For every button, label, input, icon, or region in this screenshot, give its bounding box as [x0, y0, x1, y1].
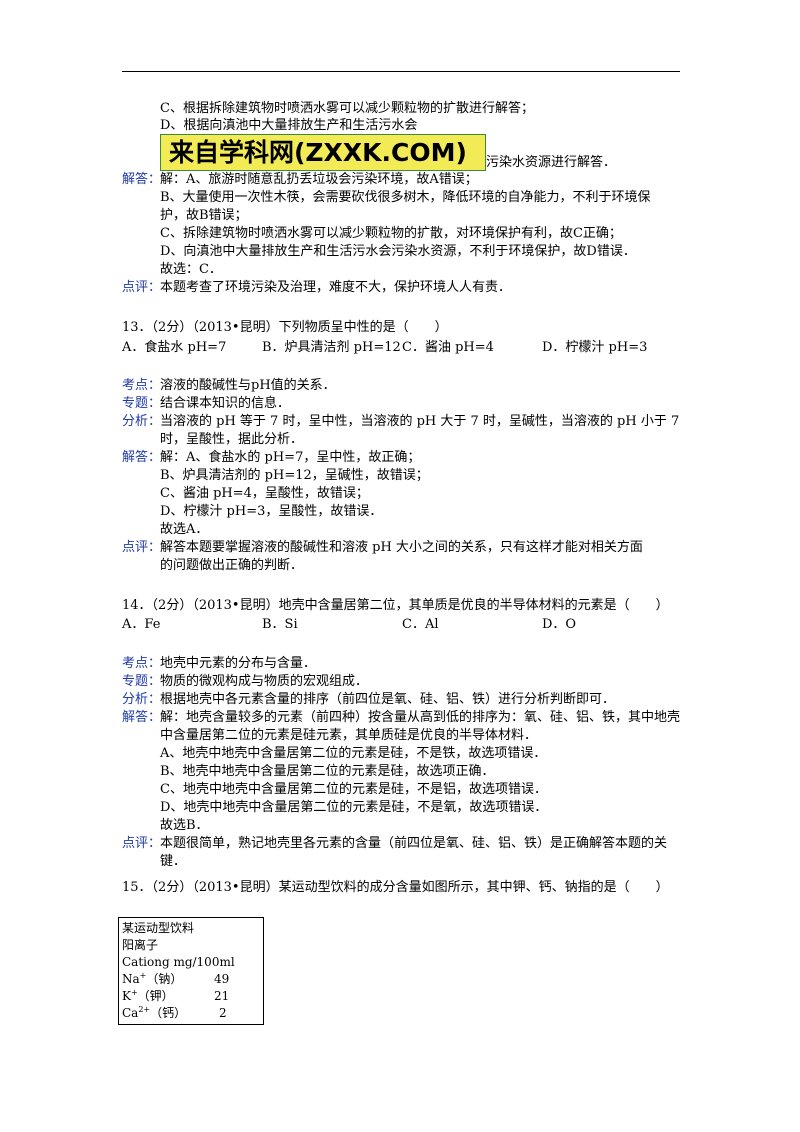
ion-name: （钾）	[137, 989, 174, 1003]
q14-option-b: B．Si	[262, 617, 298, 632]
answer-label: 解答：	[122, 710, 162, 725]
comment-label: 点评：	[122, 280, 162, 295]
answer-line: 解：A、食盐水的 pH=7，呈中性，故正确；	[160, 450, 421, 465]
ion-symbol: Ca	[122, 1006, 139, 1020]
kaodian-text: 地壳中元素的分布与含量．	[160, 656, 317, 671]
ion-charge: +	[139, 971, 147, 980]
answer-line: D、柠檬汁 pH=3，呈酸性，故错误．	[160, 504, 383, 519]
kaodian-label: 考点：	[122, 378, 162, 393]
ion-charge: +	[130, 988, 138, 997]
q13-option-a: A．食盐水 pH=7	[122, 340, 227, 355]
fenxi-text: 时，呈酸性，据此分析．	[160, 432, 304, 447]
kaodian-text: 溶液的酸碱性与pH值的关系．	[160, 378, 336, 393]
answer-label: 解答：	[122, 450, 162, 465]
drink-label-box: 某运动型饮料 阳离子 Cationg mg/100ml Na+（钠） 49 K+…	[118, 917, 264, 1025]
ion-row-ca: Ca2+（钙）	[122, 1006, 186, 1021]
ion-charge: 2+	[138, 1005, 151, 1014]
ion-value: 2	[219, 1006, 227, 1020]
drink-label-header: Cationg mg/100ml	[122, 955, 235, 969]
comment-label: 点评：	[122, 836, 162, 851]
answer-line: D、向滇池中大量排放生产和生活污水会污染水资源，不利于环境保护，故D错误．	[160, 244, 636, 259]
ion-name: （钠）	[146, 972, 183, 986]
zhuanti-text: 物质的微观构成与物质的宏观组成．	[160, 674, 369, 689]
fenxi-text: 根据地壳中各元素含量的排序（前四位是氧、硅、铝、铁）进行分析判断即可．	[160, 692, 616, 707]
ion-name: （钙）	[150, 1006, 187, 1020]
answer-line: A、地壳中地壳中含量居第二位的元素是硅，不是铁，故选项错误．	[160, 746, 547, 761]
comment-text: 解答本题要掌握溶液的酸碱性和溶液 pH 大小之间的关系，只有这样才能对相关方面	[160, 540, 643, 555]
ion-row-na: Na+（钠）	[122, 972, 182, 987]
q14-option-a: A．Fe	[122, 617, 161, 632]
answer-line: 解：A、旅游时随意乱扔丢垃圾会污染环境，故A错误；	[160, 172, 478, 187]
zhuanti-label: 专题：	[122, 396, 162, 411]
header-rule	[122, 71, 680, 72]
kaodian-label: 考点：	[122, 656, 162, 671]
q13-option-c: C．酱油 pH=4	[402, 340, 494, 355]
ion-value: 21	[214, 989, 230, 1003]
fenxi-text: 当溶液的 pH 等于 7 时，呈中性，当溶液的 pH 大于 7 时，呈碱性，当溶…	[160, 414, 680, 429]
q14-option-c: C．Al	[402, 617, 439, 632]
ion-symbol: Na	[122, 972, 140, 986]
answer-line: C、地壳中地壳中含量居第二位的元素是硅，不是铝，故选项错误．	[160, 782, 547, 797]
answer-line: 护，故B错误；	[160, 208, 248, 223]
analysis-line-d: D、根据向滇池中大量排放生产和生活污水会	[160, 118, 418, 133]
q13-option-b: B．炉具清洁剂 pH=12	[262, 340, 401, 355]
watermark-logo: 来自学科网(ZXXK.COM)	[160, 134, 486, 171]
zhuanti-label: 专题：	[122, 674, 162, 689]
answer-line: 故选B．	[160, 818, 209, 833]
comment-text: 本题很简单，熟记地壳里各元素的含量（前四位是氧、硅、铝、铁）是正确解答本题的关	[160, 836, 668, 851]
ion-symbol: K	[122, 989, 131, 1003]
analysis-line-c: C、根据拆除建筑物时喷洒水雾可以减少颗粒物的扩散进行解答；	[160, 101, 534, 116]
question-14: 14．（2分）（2013•昆明）地壳中含量居第二位，其单质是优良的半导体材料的元…	[122, 598, 669, 613]
comment-text: 的问题做出正确的判断．	[160, 558, 304, 573]
ion-value: 49	[214, 972, 230, 986]
ion-row-k: K+（钾）	[122, 989, 174, 1004]
fenxi-label: 分析：	[122, 414, 162, 429]
answer-line: 解：地壳含量较多的元素（前四种）按含量从高到低的排序为：氧、硅、铝、铁，其中地壳	[160, 710, 681, 725]
answer-line: 故选：C．	[160, 262, 222, 277]
zhuanti-text: 结合课本知识的信息．	[160, 396, 291, 411]
answer-line: D、地壳中地壳中含量居第二位的元素是硅，不是氧，故选项错误．	[160, 800, 548, 815]
drink-label-title: 某运动型饮料	[122, 921, 195, 935]
analysis-line-d-end: 污染水资源进行解答．	[486, 155, 617, 170]
question-15: 15．（2分）（2013•昆明）某运动型饮料的成分含量如图所示，其中钾、钙、钠指…	[122, 880, 669, 895]
drink-label-subtitle: 阳离子	[122, 938, 159, 952]
comment-label: 点评：	[122, 540, 162, 555]
answer-line: B、炉具清洁剂的 pH=12，呈碱性，故错误；	[160, 468, 429, 483]
answer-line: B、地壳中地壳中含量居第二位的元素是硅，故选项正确．	[160, 764, 495, 779]
answer-line: 中含量居第二位的元素是硅元素，其单质硅是优良的半导体材料．	[160, 728, 538, 743]
answer-line: 故选A．	[160, 522, 209, 537]
q14-option-d: D．O	[542, 617, 577, 632]
fenxi-label: 分析：	[122, 692, 162, 707]
question-13: 13．（2分）（2013•昆明）下列物质呈中性的是（ ）	[122, 320, 448, 335]
comment-text: 键．	[160, 854, 187, 869]
comment-text: 本题考查了环境污染及治理，难度不大，保护环境人人有责．	[160, 280, 512, 295]
answer-line: C、拆除建筑物时喷洒水雾可以减少颗粒物的扩散，对环境保护有利，故C正确；	[160, 226, 622, 241]
q13-option-d: D．柠檬汁 pH=3	[542, 340, 648, 355]
answer-label: 解答：	[122, 172, 162, 187]
answer-line: C、酱油 pH=4，呈酸性，故错误；	[160, 486, 369, 501]
answer-line: B、大量使用一次性木筷，会需要砍伐很多树木，降低环境的自净能力，不利于环境保	[160, 190, 651, 205]
